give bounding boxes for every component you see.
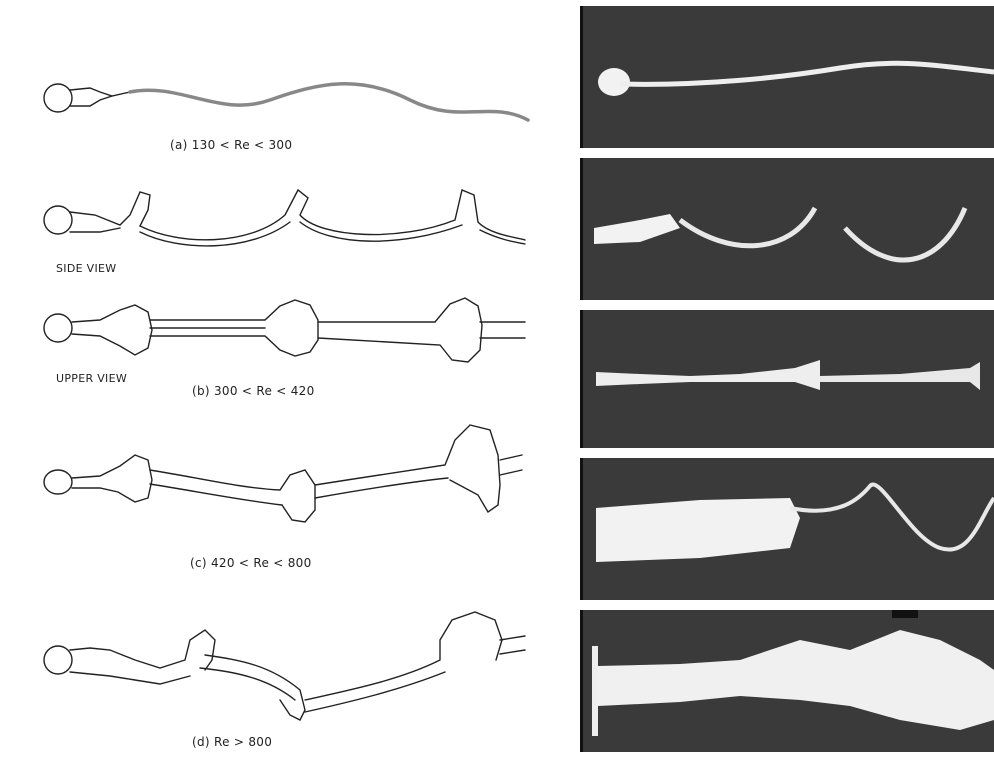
- sketch-b-side: [44, 190, 525, 246]
- sketch-c-wake: [44, 425, 522, 522]
- photo-b-upper: [580, 310, 994, 448]
- sketch-a-wake: [44, 84, 528, 120]
- photo-d: [580, 610, 994, 752]
- regime-b-label: (b) 300 < Re < 420: [192, 384, 315, 398]
- photo-b-side: [580, 158, 994, 300]
- sketch-c-sphere: [44, 470, 72, 494]
- sketch-d-wake: [44, 612, 525, 720]
- regime-a-label: (a) 130 < Re < 300: [170, 138, 292, 152]
- side-view-label: SIDE VIEW: [56, 262, 116, 275]
- sketch-a-sphere: [44, 84, 72, 112]
- sketch-b-upper: [44, 298, 525, 362]
- upper-view-label: UPPER VIEW: [56, 372, 127, 385]
- sketch-b-upper-sphere: [44, 314, 72, 342]
- photo-a: [580, 6, 994, 148]
- regime-c-label: (c) 420 < Re < 800: [190, 556, 312, 570]
- photo-c: [580, 458, 994, 600]
- regime-d-label: (d) Re > 800: [192, 735, 272, 749]
- sketch-b-sphere: [44, 206, 72, 234]
- sketch-d-sphere: [44, 646, 72, 674]
